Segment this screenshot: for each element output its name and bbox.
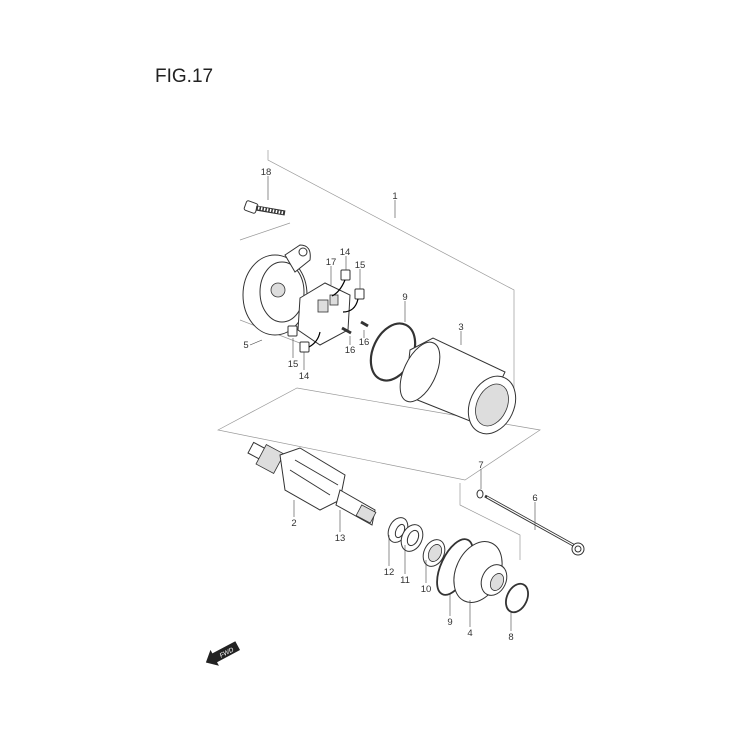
callout-17: 17 (326, 257, 337, 268)
callout-5: 5 (243, 340, 248, 351)
part-14-brush-lower (299, 331, 321, 353)
callout-8: 8 (508, 632, 513, 643)
callout-12: 12 (384, 567, 395, 578)
figure-title: FIG.17 (155, 66, 214, 87)
callout-16-left: 16 (345, 345, 356, 356)
assembly-bracket-bolt (459, 483, 521, 560)
leader-lines (249, 176, 536, 631)
callout-10: 10 (421, 584, 432, 595)
callout-15-lower: 15 (288, 359, 299, 370)
fwd-arrow-icon: FWD (205, 641, 241, 666)
part-18-bolt (243, 200, 286, 216)
callout-9-upper: 9 (402, 292, 407, 303)
part-10-oil-seal (422, 539, 446, 567)
assembly-bracket-armature (216, 387, 541, 481)
callout-6: 6 (532, 493, 537, 504)
part-7-washer (476, 489, 484, 499)
part-3-yoke (399, 337, 517, 435)
callout-7: 7 (478, 460, 483, 471)
part-16-screws (341, 320, 369, 335)
part-13-pinion-gear (355, 504, 377, 524)
part-2-armature (247, 441, 376, 526)
callout-15-upper: 15 (355, 260, 366, 271)
callout-18: 18 (261, 167, 272, 178)
part-6-through-bolt (484, 494, 585, 556)
callout-4: 4 (467, 628, 472, 639)
callout-3: 3 (458, 322, 463, 333)
part-11-washer (400, 524, 424, 552)
callout-1: 1 (392, 191, 397, 202)
callout-14-upper: 14 (340, 247, 351, 258)
part-4-front-cover (453, 541, 508, 603)
callout-16-right: 16 (359, 337, 370, 348)
part-14-brush-upper (331, 269, 351, 297)
part-15-brush-upper (342, 288, 365, 313)
callout-2: 2 (291, 518, 296, 529)
callout-13: 13 (335, 533, 346, 544)
callout-11: 11 (400, 575, 410, 586)
callout-9-lower: 9 (447, 617, 452, 628)
callout-14-lower: 14 (299, 371, 310, 382)
part-8-o-ring (505, 582, 529, 614)
part-15-brush-lower (287, 325, 298, 337)
part-5-rear-cover (242, 244, 311, 336)
part-17-brush-holder (297, 282, 351, 346)
